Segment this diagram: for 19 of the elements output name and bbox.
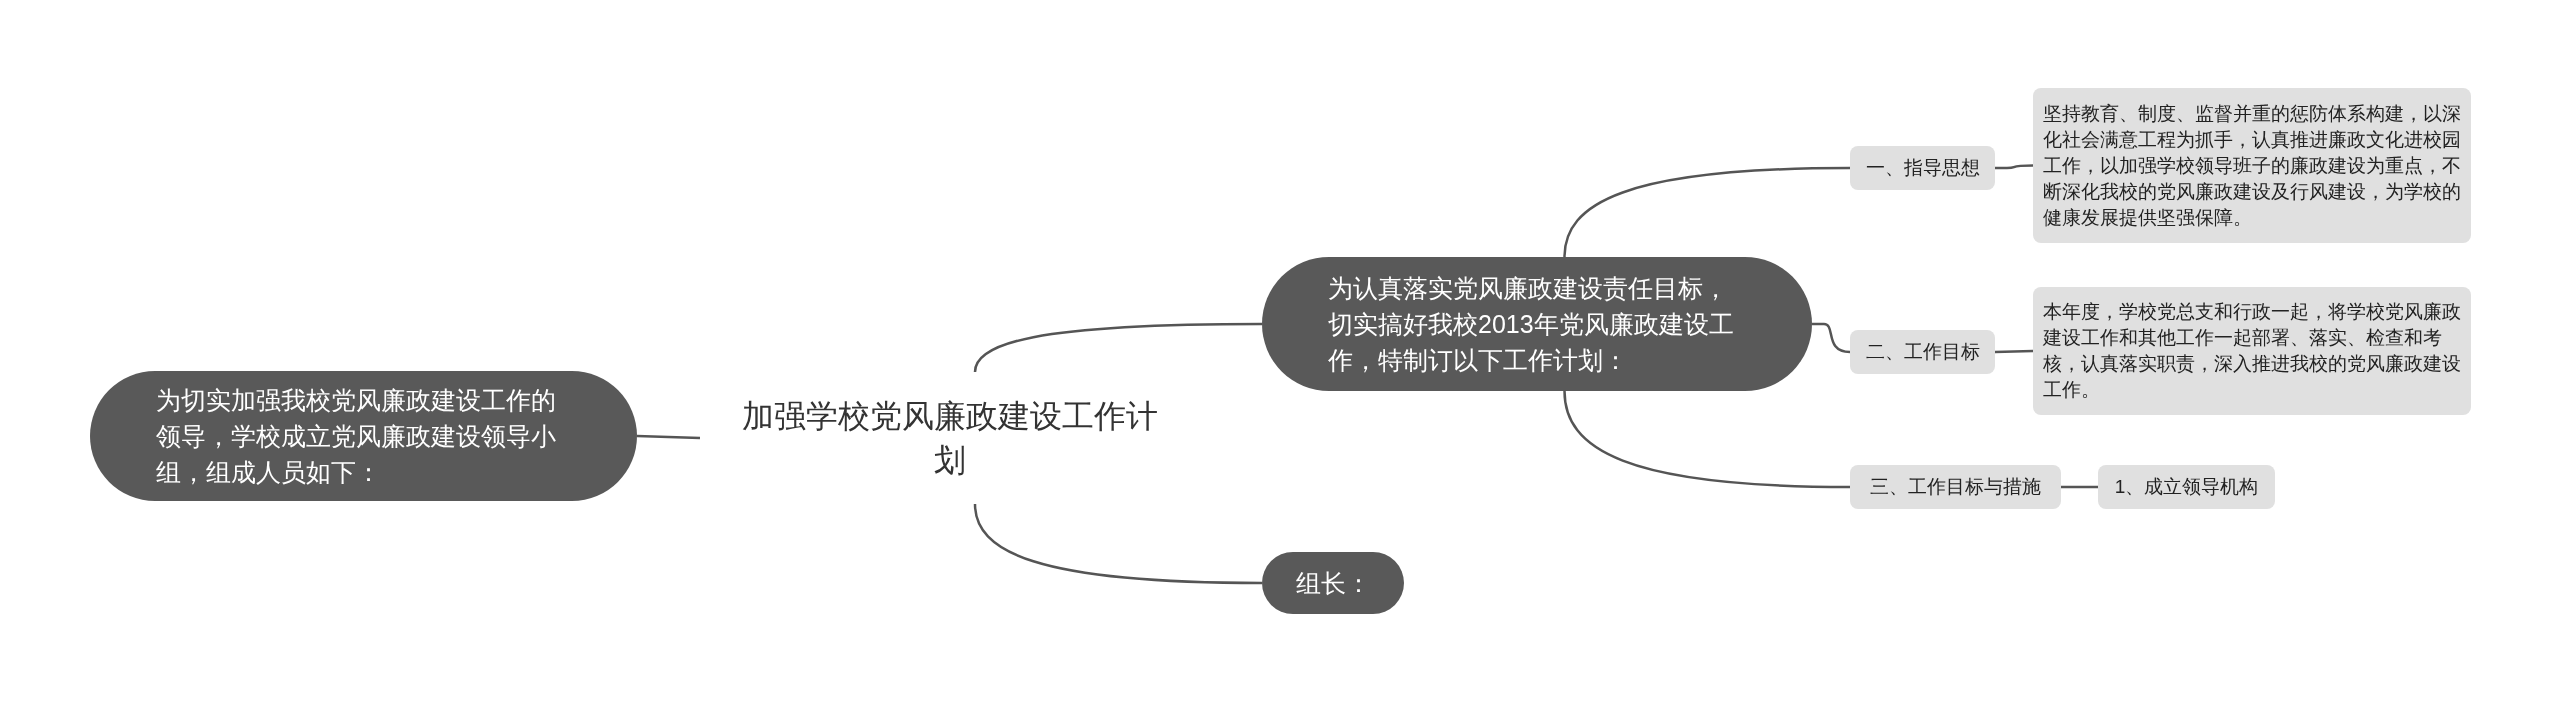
- connector-line: [973, 503, 1262, 585]
- subtopic-box: 一、指导思想: [1850, 146, 1995, 190]
- topic-bubble: 组长：: [1262, 552, 1404, 614]
- subtopic-box: 二、工作目标: [1850, 330, 1995, 374]
- connector-line: [1563, 166, 1850, 258]
- connector-line: [973, 322, 1262, 373]
- text-card: 坚持教育、制度、监督并重的惩防体系构建，以深化社会满意工程为抓手，认真推进廉政文化进校园工作，以加强学校领导班子的廉政建设为重点，不断深化我校的党风廉政建设及行风建设，为学校的健康发展提供坚强保障。: [2033, 88, 2471, 243]
- connector-line: [2061, 485, 2098, 489]
- connector-line: [1812, 322, 1851, 354]
- subtopic-box: 三、工作目标与措施: [1850, 465, 2061, 509]
- subtopic-box: 1、成立领导机构: [2098, 465, 2275, 509]
- connector-line: [1995, 164, 2033, 170]
- connector-line: [1563, 390, 1850, 489]
- connector-line: [636, 434, 701, 440]
- topic-bubble: 为认真落实党风廉政建设责任目标，切实搞好我校2013年党风廉政建设工作，特制订以下工作计划：: [1262, 257, 1812, 391]
- text-card: 本年度，学校党总支和行政一起，将学校党风廉政建设工作和其他工作一起部署、落实、检查和考核，认真落实职责，深入推进我校的党风廉政建设工作。: [2033, 287, 2471, 415]
- topic-bubble: 为切实加强我校党风廉政建设工作的领导，学校成立党风廉政建设领导小组，组成人员如下：: [90, 371, 637, 501]
- connector-line: [1994, 349, 2034, 354]
- central-topic: 加强学校党风廉政建设工作计划: [700, 372, 1200, 504]
